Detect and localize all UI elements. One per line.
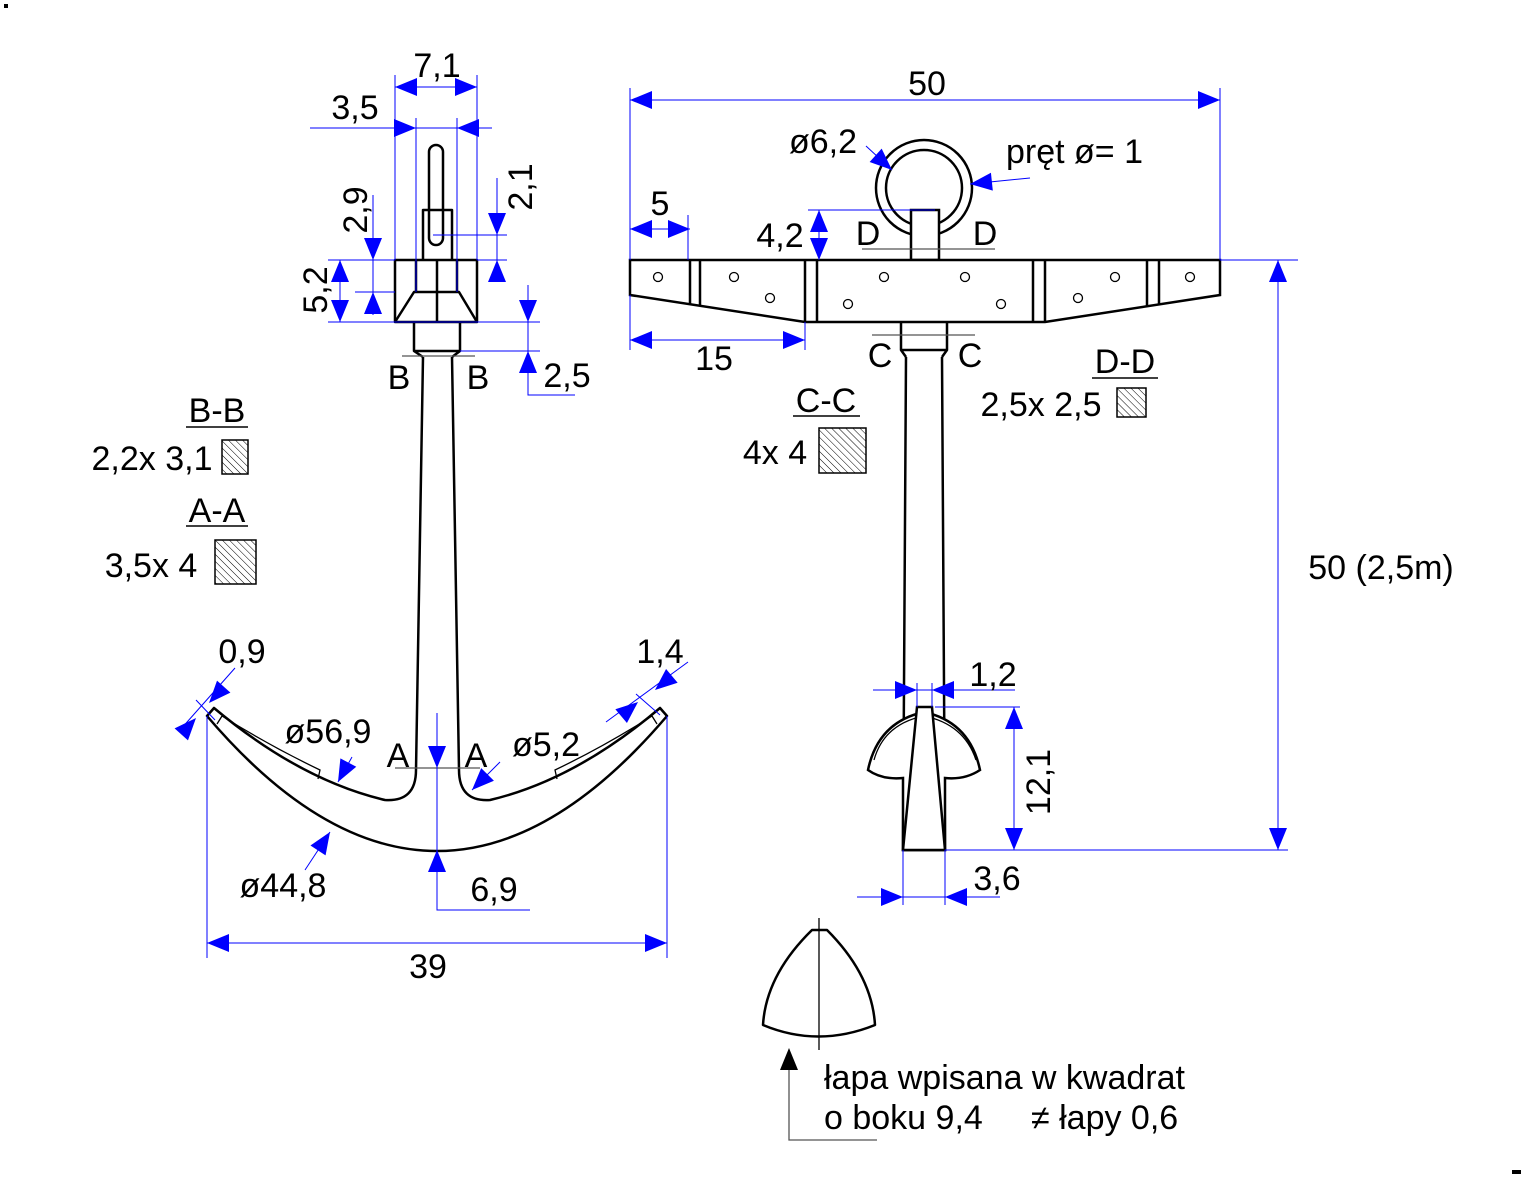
section-d-size: 2,5x 2,5 — [981, 386, 1102, 424]
dimension-arrowhead — [945, 888, 967, 906]
dim-radius-44-8: ø44,8 — [240, 867, 327, 905]
dimension-arrowhead — [310, 832, 330, 856]
dim-height-2-9: 2,9 — [337, 186, 375, 233]
dimension-arrowhead — [881, 888, 903, 906]
dimension-arrowhead — [932, 681, 954, 699]
dimension-arrowhead — [869, 148, 892, 170]
dim-width-3-5: 3,5 — [331, 89, 378, 127]
dim-radius-56-9: ø56,9 — [285, 713, 372, 751]
dim-tip-1-4: 1,4 — [636, 633, 683, 671]
section-mark-c-left: C — [868, 337, 893, 375]
dimension-arrowhead — [810, 238, 828, 260]
section-mark-b-left: B — [388, 359, 411, 397]
dimension-arrowhead — [174, 718, 196, 741]
dimension-arrowhead — [488, 213, 506, 235]
dimension-arrowhead — [394, 119, 416, 137]
dimension-arrowhead — [780, 1048, 798, 1070]
dimension-arrows — [174, 78, 1287, 1070]
note-line-3: ≠ łapy 0,6 — [1031, 1099, 1178, 1137]
dimension-arrowhead — [630, 331, 652, 349]
dimension-arrowhead — [338, 758, 357, 782]
dimension-arrowhead — [428, 850, 446, 872]
dimension-arrowhead — [615, 702, 638, 724]
side-view: 7,1 3,5 2,1 2,9 5,2 2,5 B B B-B 2,2x 3,1… — [92, 47, 689, 986]
dim-tab-4-2: 4,2 — [756, 217, 803, 255]
section-c-size: 4x 4 — [743, 434, 807, 472]
section-d-title: D-D — [1095, 343, 1155, 381]
dimension-arrowhead — [209, 680, 231, 703]
corner-mark — [1512, 1170, 1521, 1174]
dim-total-height: 50 (2,5m) — [1308, 549, 1454, 587]
stock-holes — [652, 271, 1196, 310]
section-mark-b-right: B — [467, 359, 490, 397]
dimension-arrowhead — [1198, 91, 1220, 109]
dimension-arrowhead — [364, 238, 382, 260]
dimension-arrowhead — [810, 210, 828, 232]
section-mark-d-right: D — [973, 215, 998, 253]
section-b-size: 2,2x 3,1 — [92, 440, 213, 478]
dimension-arrowhead — [655, 668, 678, 690]
dimension-arrowhead — [1005, 707, 1023, 729]
dimension-arrowhead — [395, 78, 417, 96]
dimension-arrowhead — [970, 172, 993, 191]
dimension-arrowhead — [895, 681, 917, 699]
dimension-arrowhead — [331, 260, 349, 282]
dim-tip-0-9: 0,9 — [218, 633, 265, 671]
dimension-arrowhead — [645, 934, 667, 952]
dim-ring-6-2: ø6,2 — [789, 123, 857, 161]
dim-fluke-12-1: 12,1 — [1020, 749, 1058, 815]
dim-crown-6-9: 6,9 — [470, 871, 517, 909]
dim-height-5-2: 5,2 — [297, 266, 335, 313]
section-mark-d-left: D — [856, 215, 881, 253]
dim-radius-5-2: ø5,2 — [512, 726, 580, 764]
note-line-2: o boku 9,4 — [824, 1099, 983, 1137]
dimension-arrowhead — [457, 119, 479, 137]
dimension-arrowhead — [331, 300, 349, 322]
section-mark-a-left: A — [387, 737, 410, 775]
dimension-arrowhead — [519, 351, 537, 373]
section-c-title: C-C — [796, 382, 856, 420]
section-mark-c-right: C — [958, 337, 983, 375]
section-a-title: A-A — [189, 492, 246, 530]
dim-stock-5: 5 — [651, 185, 670, 223]
dimension-arrowhead — [630, 91, 652, 109]
dim-width-7-1: 7,1 — [413, 47, 460, 85]
front-view: 50 ø6,2 pręt ø= 1 D D 4,2 5 15 C C D-D 2… — [628, 65, 1454, 1141]
dimension-arrowhead — [630, 220, 652, 238]
dim-height-2-5: 2,5 — [543, 357, 590, 395]
dimension-arrowhead — [668, 220, 690, 238]
section-d-hatch — [1116, 387, 1147, 418]
dimension-arrowhead — [519, 300, 537, 322]
dimension-arrowhead — [428, 746, 446, 768]
dimension-arrowhead — [455, 78, 477, 96]
dim-stock-50: 50 — [908, 65, 946, 103]
dim-rod-diameter: pręt ø= 1 — [1006, 133, 1143, 171]
section-mark-a-right: A — [465, 737, 488, 775]
corner-mark — [4, 4, 8, 8]
dim-fluke-3-6: 3,6 — [973, 860, 1020, 898]
dimension-arrowhead — [364, 292, 382, 314]
section-c-hatch — [818, 427, 867, 474]
dimension-arrowhead — [472, 768, 494, 790]
dimension-arrowhead — [1005, 828, 1023, 850]
dimension-arrowhead — [1269, 260, 1287, 282]
dim-height-2-1: 2,1 — [502, 163, 540, 210]
section-a-size: 3,5x 4 — [105, 547, 198, 585]
section-b-hatch — [221, 439, 249, 475]
dim-fluke-1-2: 1,2 — [969, 656, 1016, 694]
dimension-arrowhead — [207, 934, 229, 952]
fluke-section-shape — [761, 928, 877, 1038]
dimension-arrowhead — [488, 260, 506, 282]
section-a-hatch — [214, 539, 257, 585]
dim-stock-15: 15 — [695, 340, 733, 378]
dimension-arrowhead — [1269, 828, 1287, 850]
section-b-title: B-B — [189, 392, 246, 430]
dimension-arrowhead — [783, 331, 805, 349]
dim-span-39: 39 — [409, 948, 447, 986]
note-line-1: łapa wpisana w kwadrat — [824, 1059, 1186, 1097]
